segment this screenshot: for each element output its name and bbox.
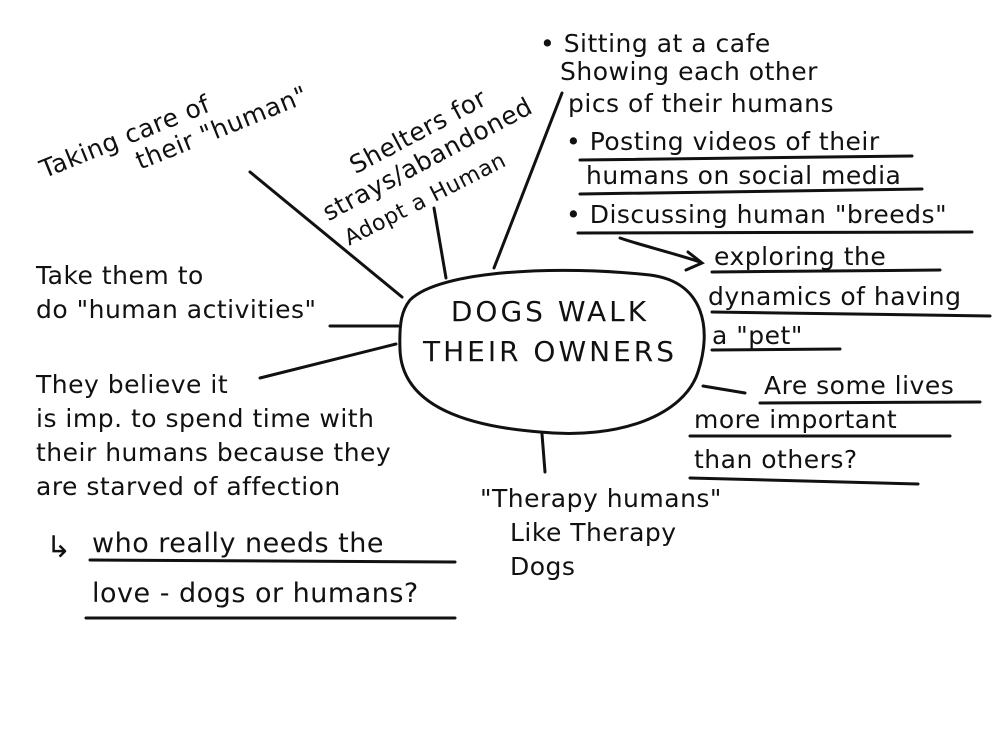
branch-believe: They believe it is imp. to spend time wi… — [36, 368, 391, 504]
cafe-line-3: pics of their humans — [568, 89, 835, 118]
underline-lives-3 — [688, 476, 920, 486]
therapy-line-3: Dogs — [510, 552, 576, 581]
connector-therapy — [540, 432, 547, 474]
branch-activities: Take them to do "human activities" — [36, 262, 316, 324]
activities-line-1: Take them to — [36, 261, 204, 290]
underline-explore-2 — [710, 310, 992, 318]
breeds-sub-1: exploring the — [714, 242, 887, 271]
love-arrow-icon: ↳ — [46, 530, 72, 565]
believe-line-3: their humans because they — [36, 438, 392, 467]
therapy-line-2: Like Therapy — [510, 518, 677, 547]
center-line-1: DOGS WALK — [450, 295, 650, 328]
branch-breeds: • Discussing human "breeds" — [566, 200, 948, 229]
love-line-1: who really needs the — [92, 528, 384, 559]
arrow-breeds — [618, 236, 702, 264]
center-topic: DOGS WALK THEIR OWNERS — [420, 292, 680, 372]
breeds-sub-3: a "pet" — [712, 321, 803, 350]
believe-line-1: They believe it — [36, 370, 229, 399]
believe-line-4: are starved of affection — [36, 472, 341, 501]
lives-line-2: more important — [694, 405, 898, 434]
branch-posting: • Posting videos of their humans on soci… — [566, 128, 901, 190]
posting-line-2: humans on social media — [586, 161, 902, 190]
center-oval — [398, 268, 706, 435]
believe-line-2: is imp. to spend time with — [36, 404, 375, 433]
cafe-line-2: Showing each other — [560, 57, 818, 86]
branch-therapy: "Therapy humans" Like Therapy Dogs — [480, 482, 722, 584]
center-line-2: THEIR OWNERS — [422, 335, 678, 368]
therapy-line-1: "Therapy humans" — [480, 484, 722, 513]
connector-taking-care — [248, 170, 404, 299]
love-line-2: love - dogs or humans? — [92, 578, 419, 609]
underline-explore-3 — [710, 347, 842, 352]
arrow-breeds-head — [684, 250, 705, 272]
underline-breeds — [576, 230, 974, 235]
connector-lives — [701, 384, 747, 395]
cafe-line-1: • Sitting at a cafe — [540, 29, 771, 58]
connector-shelters — [432, 206, 448, 280]
underline-posting-2 — [578, 187, 924, 196]
lives-line-3: than others? — [694, 445, 858, 474]
connector-cafe — [492, 91, 564, 270]
posting-line-1: • Posting videos of their — [566, 127, 880, 156]
lives-line-1: Are some lives — [764, 371, 955, 400]
connector-believe — [258, 342, 398, 380]
breeds-sub-2: dynamics of having — [708, 282, 962, 311]
underline-lives-1 — [758, 400, 982, 405]
underline-love-1 — [88, 558, 457, 564]
underline-posting-1 — [578, 154, 914, 162]
activities-line-2: do "human activities" — [36, 295, 317, 324]
branch-cafe: • Sitting at a cafe Showing each other p… — [540, 30, 834, 118]
underline-explore-1 — [710, 268, 942, 274]
